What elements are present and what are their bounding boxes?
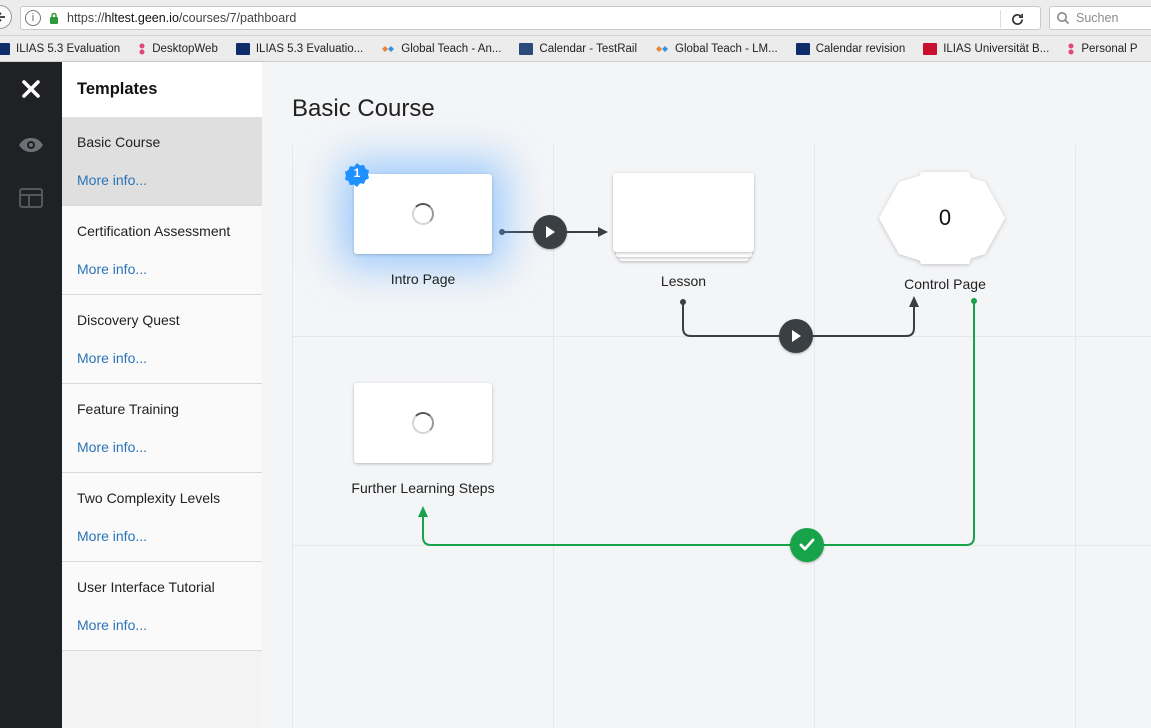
bookmark-label: Calendar - TestRail xyxy=(539,42,638,55)
bookmark-item[interactable]: Calendar - TestRail xyxy=(519,42,638,55)
bookmark-label: ILIAS 5.3 Evaluation xyxy=(16,42,121,55)
pin-icon xyxy=(138,43,146,55)
lesson-card[interactable] xyxy=(613,173,754,252)
bookmark-item[interactable]: Global Teach - LM... xyxy=(655,43,778,55)
bookmark-item[interactable]: Global Teach - An... xyxy=(381,43,501,55)
templates-panel: Templates Basic Course More info... Cert… xyxy=(62,62,262,728)
further-learning-label: Further Learning Steps xyxy=(351,480,495,496)
play-button[interactable] xyxy=(779,319,813,353)
control-page-count: 0 xyxy=(938,205,952,230)
template-item-certification-assessment[interactable]: Certification Assessment More info... xyxy=(62,206,262,295)
arrow-left-icon xyxy=(0,12,5,22)
url-text: https://hltest.geen.io/courses/7/pathboa… xyxy=(67,11,296,25)
play-icon xyxy=(546,226,555,238)
close-button[interactable] xyxy=(9,74,53,104)
bookmark-label: DesktopWeb xyxy=(152,42,218,55)
template-item-two-complexity-levels[interactable]: Two Complexity Levels More info... xyxy=(62,473,262,562)
bookmarks-bar: ILIAS 5.3 Evaluation DesktopWeb ILIAS 5.… xyxy=(0,36,1151,62)
template-name: User Interface Tutorial xyxy=(77,579,215,595)
browser-toolbar: i https://hltest.geen.io/courses/7/pathb… xyxy=(0,0,1151,36)
url-host: hltest.geen.io xyxy=(104,11,179,25)
preview-button[interactable] xyxy=(9,130,53,160)
lock-icon xyxy=(47,11,61,25)
template-name: Certification Assessment xyxy=(77,223,231,239)
template-item-basic-course[interactable]: Basic Course More info... xyxy=(62,117,262,206)
grid-line xyxy=(814,145,815,728)
template-item-feature-training[interactable]: Feature Training More info... xyxy=(62,384,262,473)
search-input[interactable]: Suchen xyxy=(1049,6,1151,30)
pathboard-canvas: Basic Course 1 Intro Page Lesson 0 xyxy=(262,62,1151,728)
panel-title: Templates xyxy=(62,62,262,117)
url-path: /courses/7/pathboard xyxy=(178,11,297,25)
bookmark-label: ILIAS 5.3 Evaluatio... xyxy=(255,42,364,55)
url-prefix: https:// xyxy=(67,11,105,25)
further-learning-card[interactable] xyxy=(354,383,492,463)
bookmark-item[interactable]: DesktopWeb xyxy=(138,43,218,55)
layout-button[interactable] xyxy=(9,183,53,213)
step-badge-icon xyxy=(345,163,369,187)
grid-line xyxy=(1075,145,1076,728)
ilias-red-icon xyxy=(923,42,938,55)
grid-line xyxy=(553,145,554,728)
play-button[interactable] xyxy=(533,215,567,249)
intro-page-label: Intro Page xyxy=(390,271,456,287)
check-icon xyxy=(799,538,815,551)
more-info-link[interactable]: More info... xyxy=(77,350,148,366)
url-input[interactable]: i https://hltest.geen.io/courses/7/pathb… xyxy=(20,6,1041,30)
calendar-icon xyxy=(519,42,534,55)
more-info-link[interactable]: More info... xyxy=(77,261,148,277)
template-item-discovery-quest[interactable]: Discovery Quest More info... xyxy=(62,295,262,384)
control-page-label: Control Page xyxy=(904,276,986,292)
bookmark-label: Calendar revision xyxy=(815,42,906,55)
info-icon[interactable]: i xyxy=(25,10,41,26)
template-name: Feature Training xyxy=(77,401,179,417)
template-name: Two Complexity Levels xyxy=(77,490,221,506)
globalteach-icon xyxy=(381,43,395,55)
more-info-link[interactable]: More info... xyxy=(77,172,148,188)
loading-spinner-icon xyxy=(412,203,434,225)
course-title: Basic Course xyxy=(292,95,435,122)
bookmark-item[interactable]: Calendar revision xyxy=(795,42,906,55)
ilias-icon xyxy=(795,42,810,55)
ilias-icon xyxy=(0,42,10,55)
bookmark-item[interactable]: Personal P xyxy=(1067,42,1138,55)
lesson-label: Lesson xyxy=(660,273,707,289)
grid-line xyxy=(292,145,293,728)
search-placeholder: Suchen xyxy=(1076,11,1119,25)
bookmark-label: Personal P xyxy=(1081,42,1138,55)
reload-icon xyxy=(1012,13,1023,25)
more-info-link[interactable]: More info... xyxy=(77,439,148,455)
template-name: Discovery Quest xyxy=(77,312,180,328)
pin-icon xyxy=(1067,43,1075,55)
bookmark-item[interactable]: ILIAS 5.3 Evaluatio... xyxy=(235,42,364,55)
control-page-hexagons[interactable] xyxy=(875,168,1015,268)
more-info-link[interactable]: More info... xyxy=(77,528,148,544)
success-check-button[interactable] xyxy=(790,528,824,562)
eye-icon xyxy=(19,138,43,152)
bookmark-label: Global Teach - LM... xyxy=(675,42,778,55)
bookmark-item[interactable]: ILIAS Universität B... xyxy=(923,42,1050,55)
layout-icon xyxy=(19,188,43,208)
close-icon xyxy=(22,80,40,98)
ilias-icon xyxy=(235,42,250,55)
globalteach-icon xyxy=(655,43,669,55)
search-icon xyxy=(1057,12,1070,25)
loading-spinner-icon xyxy=(412,412,434,434)
play-icon xyxy=(792,330,801,342)
bookmark-label: Global Teach - An... xyxy=(401,42,502,55)
bookmark-label: ILIAS Universität B... xyxy=(943,42,1050,55)
template-name: Basic Course xyxy=(77,134,161,150)
bookmark-item[interactable]: ILIAS 5.3 Evaluation xyxy=(0,42,121,55)
back-button[interactable] xyxy=(0,5,12,29)
intro-page-card[interactable] xyxy=(354,174,492,254)
reload-button[interactable] xyxy=(1000,10,1028,28)
step-badge-number: 1 xyxy=(353,166,361,180)
app-rail xyxy=(0,62,62,728)
template-item-user-interface-tutorial[interactable]: User Interface Tutorial More info... xyxy=(62,562,262,651)
more-info-link[interactable]: More info... xyxy=(77,617,148,633)
